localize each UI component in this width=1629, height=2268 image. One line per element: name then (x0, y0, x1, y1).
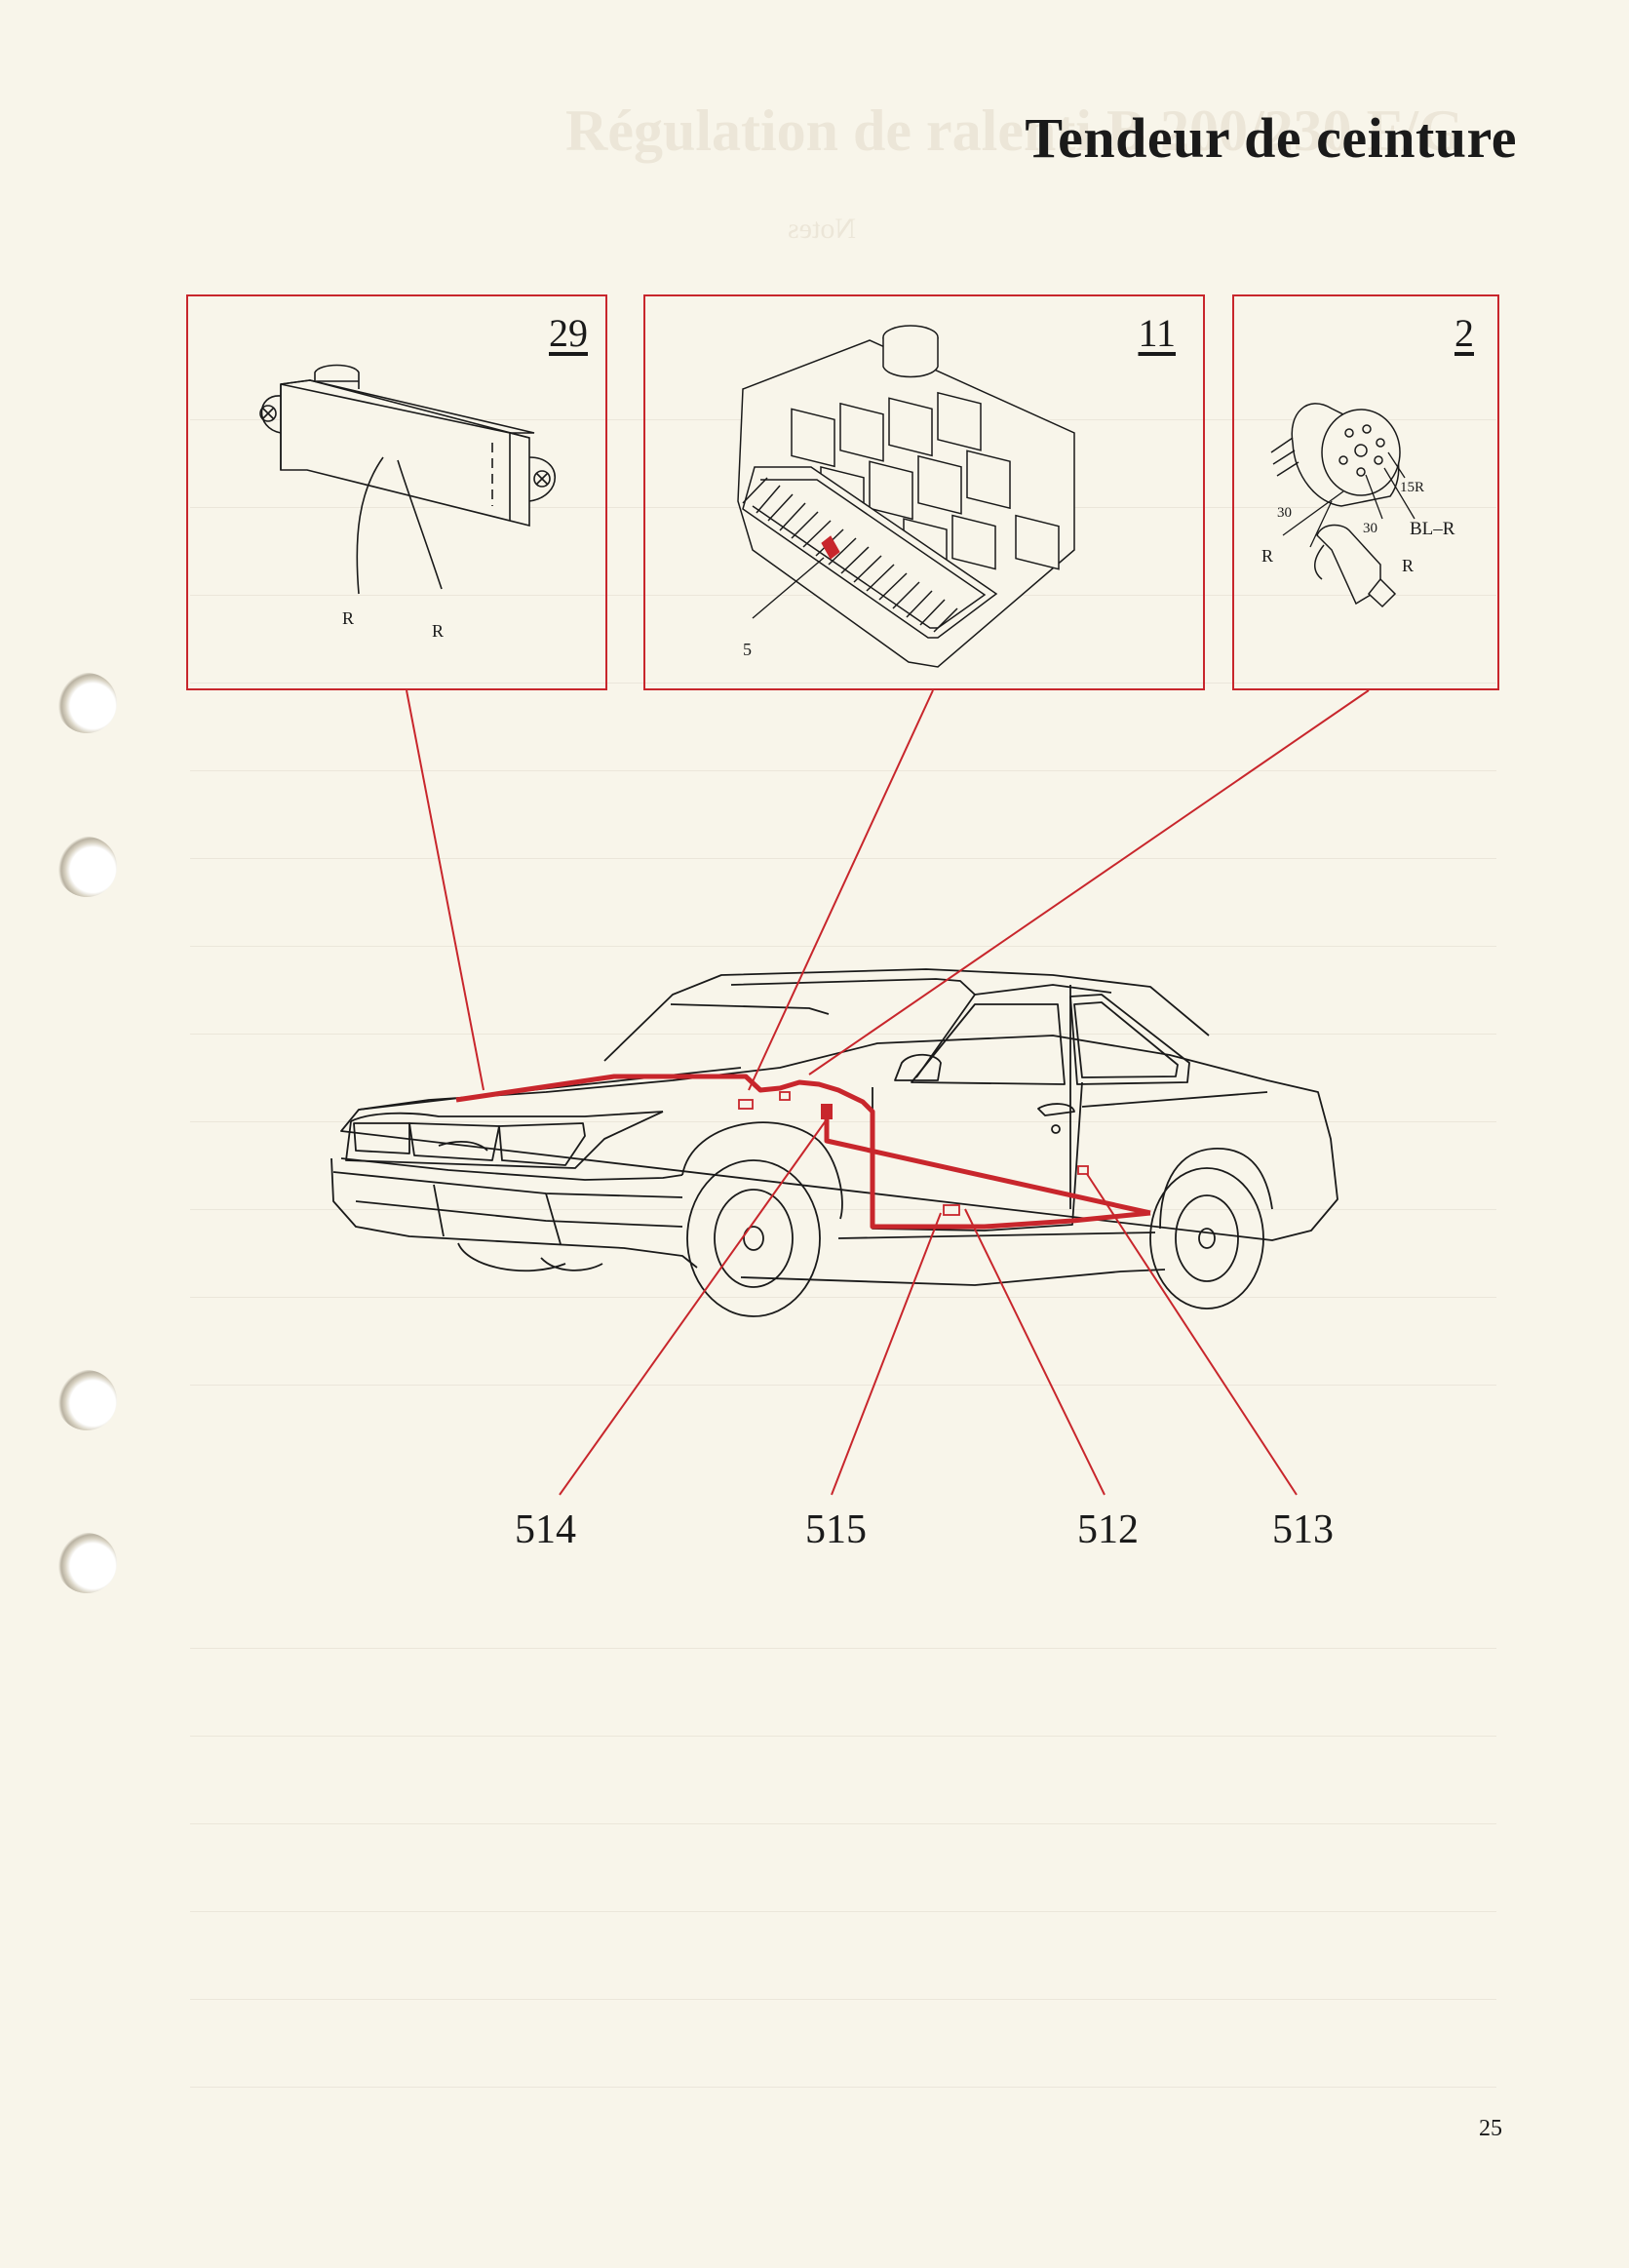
panel-number: 2 (1454, 311, 1474, 355)
callout-512: 512 (1077, 1507, 1139, 1552)
panel-ignition-switch: 2 15R 30 30 BL–R R R (1232, 294, 1499, 690)
callout-513: 513 (1272, 1507, 1334, 1552)
binder-hole (57, 1370, 117, 1430)
binder-hole (57, 1533, 117, 1593)
connector-513 (1077, 1165, 1089, 1175)
wire-color-label: R (1261, 546, 1274, 566)
binder-hole (57, 837, 117, 897)
fuse-box-illustration (737, 325, 1075, 668)
callout-515: 515 (805, 1507, 867, 1552)
panel-fuse-box: 11 5 (643, 294, 1205, 690)
wire-color-label: BL–R (1410, 519, 1455, 539)
relay-connector (738, 1099, 754, 1110)
wire-color-label: R (342, 608, 355, 628)
panel-control-module: 29 R R (186, 294, 607, 690)
ignition-switch-illustration (1270, 403, 1416, 608)
terminal-label: 15R (1400, 480, 1425, 495)
connector-512 (943, 1204, 960, 1216)
terminal-label: 30 (1277, 505, 1292, 521)
ghost-heading: Régulation de ralenti B 200/230 F/G (565, 98, 1464, 163)
relay-connector (779, 1091, 791, 1101)
terminal-label: 30 (1363, 521, 1377, 536)
wire-color-label: R (432, 621, 445, 641)
fuse-number-label: 5 (743, 640, 752, 659)
connector-block-514 (821, 1104, 833, 1119)
callout-514: 514 (515, 1507, 576, 1552)
page-number: 25 (1479, 2116, 1502, 2141)
page-title: Tendeur de ceinture (1025, 106, 1517, 170)
wire-color-label: R (1402, 556, 1415, 575)
panel-number: 29 (549, 311, 588, 355)
callout-leaders (559, 1118, 1298, 1496)
panel-number: 11 (1138, 311, 1176, 355)
leader-lines (406, 689, 1370, 1091)
control-module-illustration (259, 364, 556, 595)
binder-hole (57, 673, 117, 733)
red-wiring (455, 1074, 1151, 1230)
